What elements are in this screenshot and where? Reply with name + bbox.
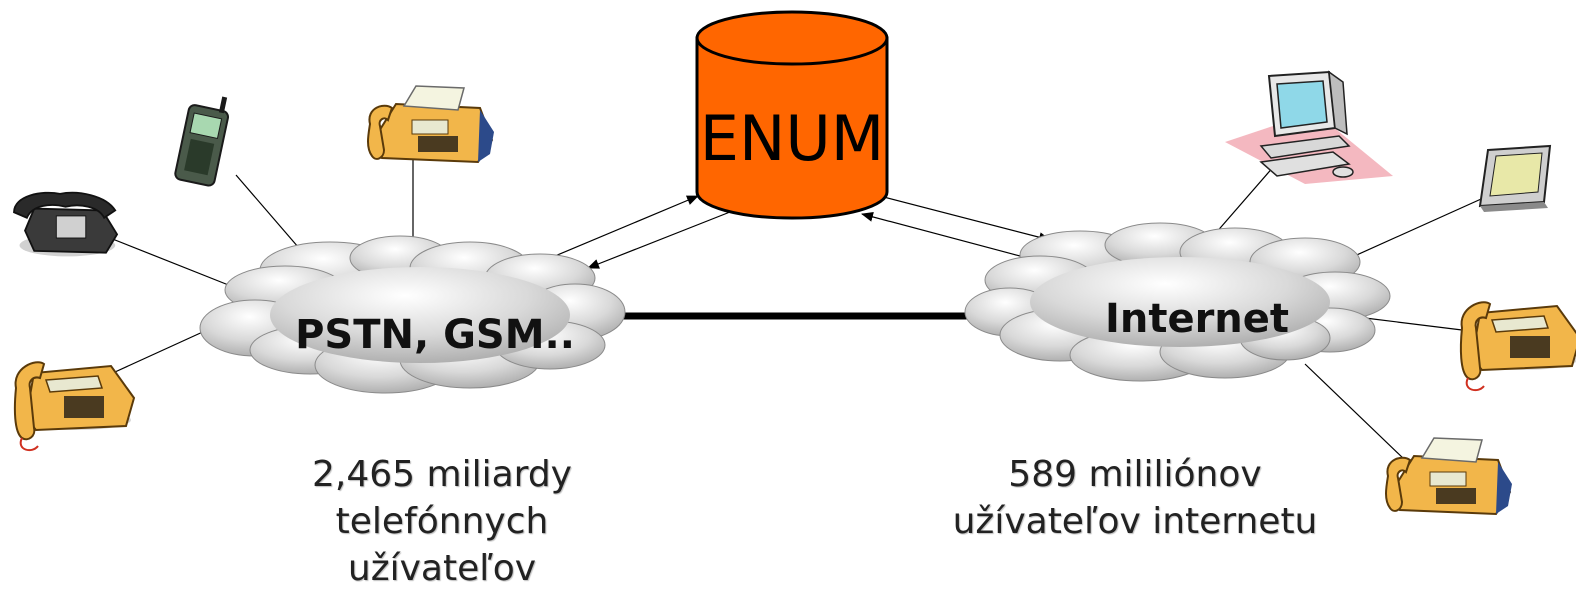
internet-label: Internet bbox=[1105, 296, 1289, 342]
fax-machine-icon bbox=[1385, 437, 1513, 515]
arrow-enum-to-internet bbox=[879, 195, 1051, 243]
desk-phone-icon bbox=[13, 361, 136, 452]
pstn-cloud bbox=[199, 235, 626, 394]
pda-icon bbox=[1478, 144, 1552, 212]
desk-phone-icon bbox=[1459, 301, 1576, 392]
pstn-label: PSTN, GSM.. bbox=[295, 312, 575, 358]
internet-users-caption: 589 mililiónov užívateľov internetu bbox=[900, 451, 1370, 545]
arrow-internet-to-enum bbox=[861, 211, 1021, 257]
link-fax-right bbox=[1304, 363, 1406, 461]
device-links bbox=[104, 150, 1491, 461]
pstn-users-caption: 2,465 miliardy telefónnych užívateľov bbox=[232, 451, 652, 592]
link-desk-phone-top bbox=[104, 235, 237, 289]
mobile-phone-icon bbox=[174, 96, 230, 187]
fax-machine-icon bbox=[367, 85, 495, 163]
desktop-computer-icon bbox=[1225, 70, 1393, 184]
caption-line: 2,465 miliardy bbox=[312, 454, 572, 495]
internet-cloud bbox=[964, 222, 1391, 382]
link-desk-phone-right bbox=[1364, 317, 1463, 331]
desk-phone-icon bbox=[13, 191, 119, 257]
query-arrows bbox=[554, 195, 1051, 269]
caption-line: užívateľov bbox=[347, 548, 537, 589]
link-pda bbox=[1349, 194, 1491, 259]
enum-label: ENUM bbox=[700, 102, 884, 175]
link-mobile-phone bbox=[235, 174, 306, 256]
enum-database: ENUM bbox=[695, 10, 889, 220]
caption-line: telefónnych bbox=[335, 501, 549, 542]
arrow-pstn-to-enum bbox=[554, 195, 699, 257]
caption-line: 589 mililiónov bbox=[1008, 454, 1262, 495]
arrow-enum-to-pstn bbox=[587, 211, 731, 269]
caption-line: užívateľov internetu bbox=[952, 501, 1318, 542]
